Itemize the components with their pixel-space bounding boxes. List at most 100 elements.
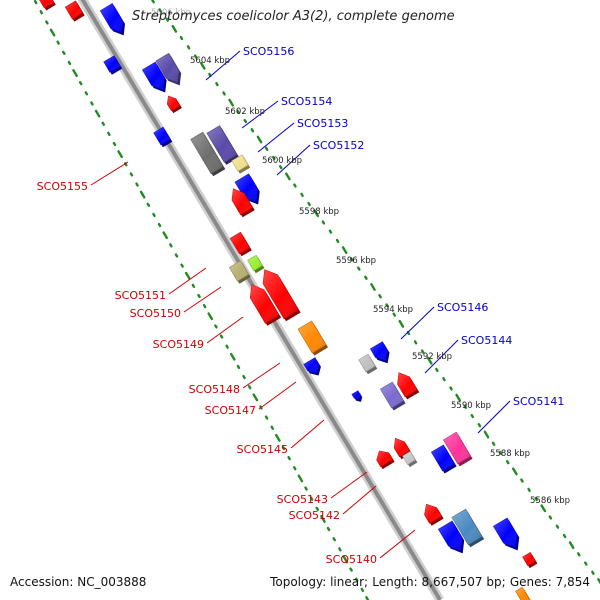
gene-feature-highlight [247,255,263,271]
reverse-tick-dot [304,486,308,491]
forward-tick-dot [426,356,433,365]
forward-tick-dot [584,561,588,566]
reverse-tick-dot [67,60,72,66]
reverse-tick-dot [129,172,134,177]
gene-feature-highlight [358,354,376,372]
reverse-gene-label: SCO5140 [326,553,377,566]
forward-tick-dot [449,386,453,391]
forward-gene-label: SCO5153 [297,117,348,130]
reverse-tick-dot [225,344,229,349]
reverse-tick-dot [275,433,281,442]
forward-tick-dot [392,312,396,317]
forward-tick-dot [370,283,376,291]
forward-tick-dot [228,98,235,107]
reverse-leader-line [290,419,325,449]
forward-tick-dot [328,229,333,234]
gene-feature [247,254,265,274]
forward-leader-line [477,400,511,434]
forward-tick-dot [420,349,425,354]
reverse-gene-label: SCO5147 [205,404,256,417]
forward-tick-dot [378,294,382,299]
reverse-tick-dot [117,150,124,159]
gene-feature [437,520,465,554]
gene-feature-highlight [142,62,165,90]
topology-text: Topology: linear; [270,575,369,589]
gene-feature [430,444,457,474]
reverse-tick-dot [56,40,60,45]
reverse-tick-dot [146,202,151,207]
reverse-tick-dot [49,28,56,37]
gene-feature-highlight [376,451,393,467]
map-title: Streptomyces coelicolor A3(2), complete … [132,9,455,24]
forward-tick-dot [243,118,248,124]
gene-feature-highlight [235,173,258,202]
forward-tick-dot [597,578,600,585]
gene-feature [369,341,390,364]
reverse-gene-label: SCO5150 [130,307,181,320]
feature-layer [39,0,538,600]
forward-gene-label: SCO5141 [513,395,564,408]
reverse-tick-dot [107,131,111,137]
forward-leader-line [400,306,435,340]
forward-tick-dot [520,478,524,483]
reverse-tick-dot [247,385,252,390]
forward-tick-dot [222,91,226,96]
reverse-gene-label: SCO5148 [189,383,240,396]
reverse-tick-dot [135,182,139,187]
reverse-tick-dot [169,243,173,248]
gene-feature [229,231,252,257]
reverse-leader-line [330,471,368,499]
forward-tick-dot [199,61,206,70]
forward-leader-line [276,144,311,176]
reverse-gene-label: SCO5143 [277,493,328,506]
reverse-tick-dot [252,393,259,402]
genes-text: Genes: 7,854 [509,575,590,589]
genome-stats: Topology: linear;Length: 8,667,507 bp;Ge… [270,575,590,589]
reverse-gene-label: SCO5145 [237,443,288,456]
reverse-tick-dot [320,515,326,523]
gene-feature [39,0,56,11]
forward-tick-dot [435,367,439,373]
reverse-tick-dot [112,141,117,147]
reverse-leader-line [242,362,281,389]
kbp-tick-label: 5588 kbp [490,449,530,459]
reverse-tick-dot [157,222,162,228]
gene-feature [262,269,301,322]
forward-tick-dot [491,441,496,446]
kbp-tick-label: 5602 kbp [225,107,265,117]
kbp-tick-label: 5592 kbp [412,352,452,362]
reverse-leader-line [342,485,377,515]
gene-feature-highlight [229,260,249,282]
gene-feature-highlight [303,357,319,373]
gene-feature [249,284,282,326]
gene-feature [231,154,251,174]
gene-feature-highlight [402,451,416,465]
gene-feature-highlight [522,552,536,566]
forward-tick-dot [413,340,418,345]
forward-tick-dot [477,423,482,428]
forward-tick-dot [568,541,575,550]
gene-feature [451,508,485,548]
forward-tick-dot [151,0,155,4]
forward-tick-dot [548,515,553,520]
reverse-tick-dot [264,415,269,420]
label-layer: SCO5156SCO5154SCO5153SCO5152SCO5146SCO51… [37,8,570,566]
forward-tick-dot [285,172,291,181]
gene-feature-highlight [231,154,249,172]
forward-tick-dot [271,155,276,161]
gene-feature-highlight [250,284,280,324]
forward-tick-dot [577,552,581,557]
reverse-tick-dot [101,121,106,126]
reverse-gene-label: SCO5155 [37,180,88,193]
forward-tick-dot [293,183,297,188]
forward-tick-dot [364,275,368,280]
forward-tick-dot [591,570,595,575]
reverse-gene-label: SCO5151 [115,289,166,302]
gene-feature [358,353,378,375]
gene-feature-highlight [515,587,531,600]
forward-gene-label: SCO5152 [313,139,364,152]
forward-tick-dot [186,45,191,50]
gene-feature [190,131,226,177]
kbp-tick-label: 5600 kbp [262,156,302,166]
gene-feature-highlight [493,518,518,548]
